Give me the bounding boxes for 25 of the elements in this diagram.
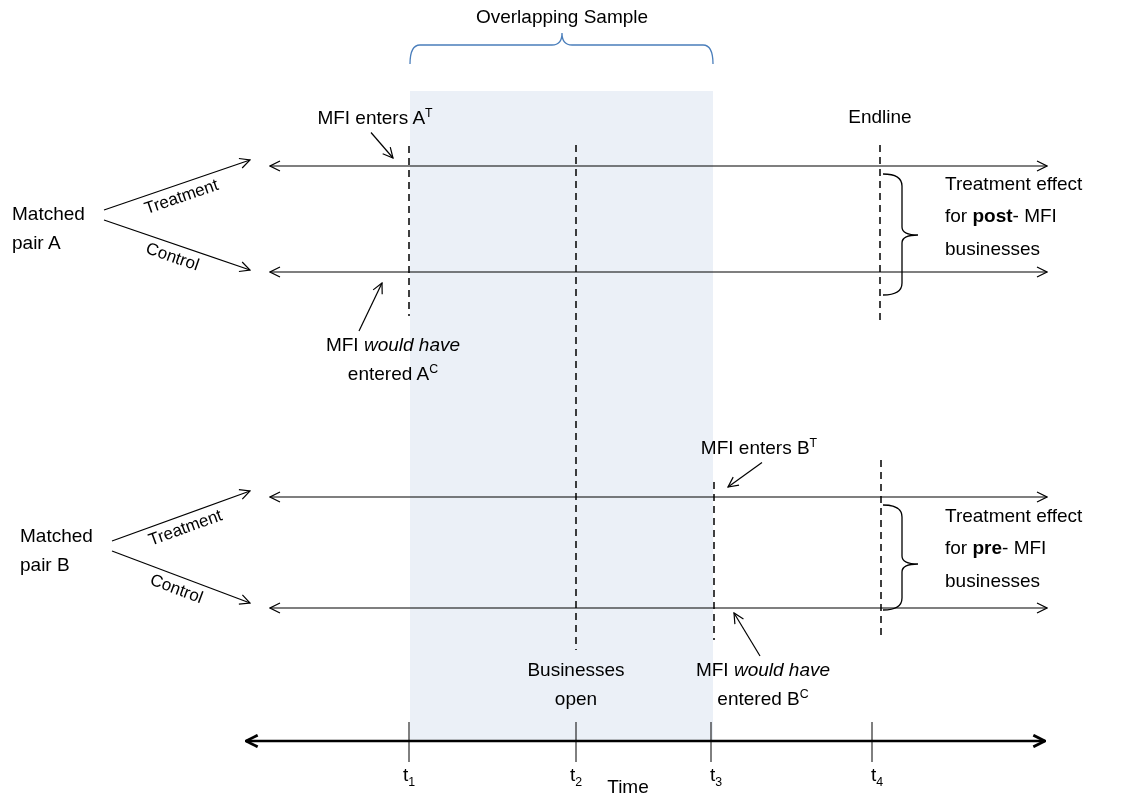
edge-label: Control (143, 238, 202, 276)
annotation-text: Matched pair A (12, 202, 86, 255)
annotation-text: Matched pair B (20, 524, 94, 577)
leader-arrow (727, 461, 763, 488)
annotation-text: MFI enters B$^{T}$ (700, 434, 818, 460)
annotation-text: Endline (847, 106, 913, 129)
leader-arrow (358, 282, 383, 332)
annotation-text: t$_{4}$ (869, 764, 885, 787)
annotation-text: Treatment effect for post- MFI businesses (945, 172, 1084, 261)
annotation-text: Overlapping Sample (474, 6, 650, 29)
annotation-text: Treatment effect for pre- MFI businesses (945, 504, 1084, 593)
branch-arrow (111, 489, 251, 542)
annotation-text: MFI would have entered B$^{C}$ (694, 658, 832, 711)
annotation-text: Time (606, 776, 650, 799)
leader-arrow (370, 131, 394, 159)
branch-arrow (103, 219, 251, 273)
annotation-text: Businesses open (526, 658, 626, 711)
annotation-text: t$_{2}$ (568, 764, 584, 787)
annotation-text: MFI enters A$^{T}$ (317, 104, 433, 130)
annotation-text: t$_{3}$ (708, 764, 724, 787)
annotation-text: t$_{1}$ (401, 764, 417, 787)
branch-arrow (103, 157, 251, 211)
branch-arrow (111, 550, 251, 605)
leader-arrow (733, 612, 761, 657)
annotation-text: MFI would have entered A$^{C}$ (324, 333, 462, 386)
